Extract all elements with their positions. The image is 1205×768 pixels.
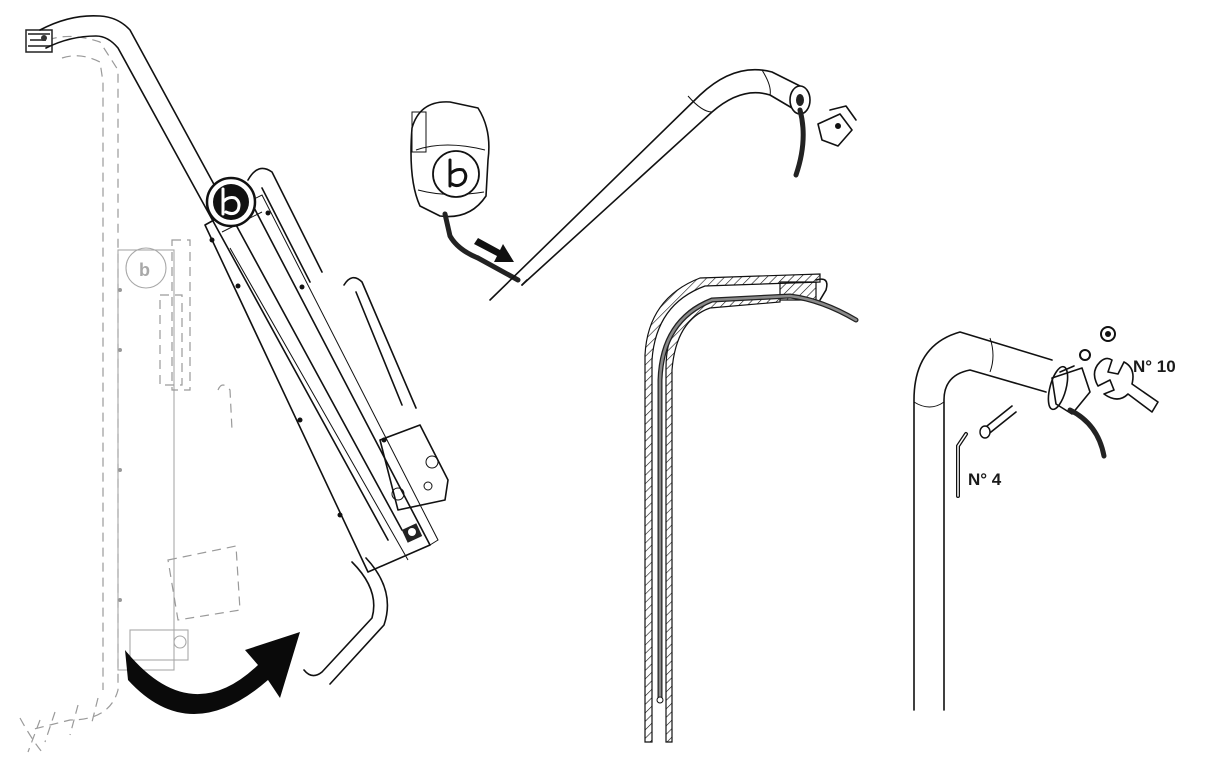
- top-bracket: [25, 29, 53, 53]
- tube-top: [489, 68, 811, 301]
- nut-icon: [1079, 326, 1116, 361]
- cable-clamp: [1051, 365, 1107, 459]
- panel-fasten: N° 4 N° 10: [913, 326, 1176, 711]
- motor-unit: [410, 101, 521, 283]
- rotate-arrow-icon: [125, 632, 300, 714]
- svg-text:b: b: [139, 260, 150, 280]
- ghost-frame: b: [19, 35, 241, 753]
- insert-arrow-icon: [474, 238, 514, 262]
- tube-bend: [913, 331, 1069, 711]
- bolt-icon: [979, 405, 1017, 439]
- wrench-icon: [1093, 357, 1159, 413]
- panel-rotation: b: [19, 14, 449, 753]
- panel-insert-cable: [410, 68, 857, 301]
- panel-cross-section: [644, 273, 859, 743]
- rotated-frame: [39, 14, 449, 685]
- brand-logo-icon: [221, 187, 241, 216]
- wrench-size-label: N° 10: [1133, 357, 1176, 376]
- hex-key-icon: [956, 432, 968, 498]
- hex-key-size-label: N° 4: [968, 470, 1002, 489]
- clamp-piece: [817, 105, 857, 147]
